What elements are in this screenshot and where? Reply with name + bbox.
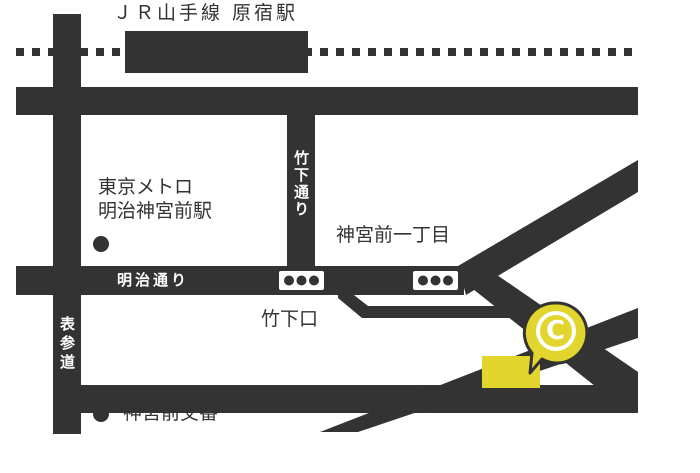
diagonal-road-upper [458, 160, 638, 295]
takeshita-guchi-label: 竹下口 [261, 308, 319, 330]
harajuku-station-block [125, 31, 308, 73]
metro-station-label-line1: 東京メトロ [98, 176, 194, 198]
marker-letter: C [546, 316, 566, 346]
jingumae-koban-label: 神宮前交番 [123, 402, 219, 424]
traffic-light-icon [277, 269, 326, 292]
top-road [16, 87, 638, 115]
meiji-dori-road [16, 266, 464, 295]
takeshita-dori-label: 竹下通り [292, 150, 310, 218]
side-street [338, 292, 514, 318]
meiji-dori-label: 明治通り [117, 271, 190, 289]
area-label: 神宮前一丁目 [336, 224, 451, 246]
jr-station-label: ＪＲ山手線 原宿駅 [113, 2, 299, 24]
station-dot-icon [93, 236, 109, 252]
traffic-light-icon [411, 269, 460, 292]
omotesando-label: 表参道 [58, 316, 76, 373]
takeshita-dori-road [287, 110, 315, 270]
station-dot-icon [93, 406, 109, 422]
left-road [53, 14, 81, 434]
location-pin-icon [522, 301, 589, 375]
omotesando-road [81, 385, 638, 413]
metro-station-label-line2: 明治神宮前駅 [98, 200, 213, 222]
